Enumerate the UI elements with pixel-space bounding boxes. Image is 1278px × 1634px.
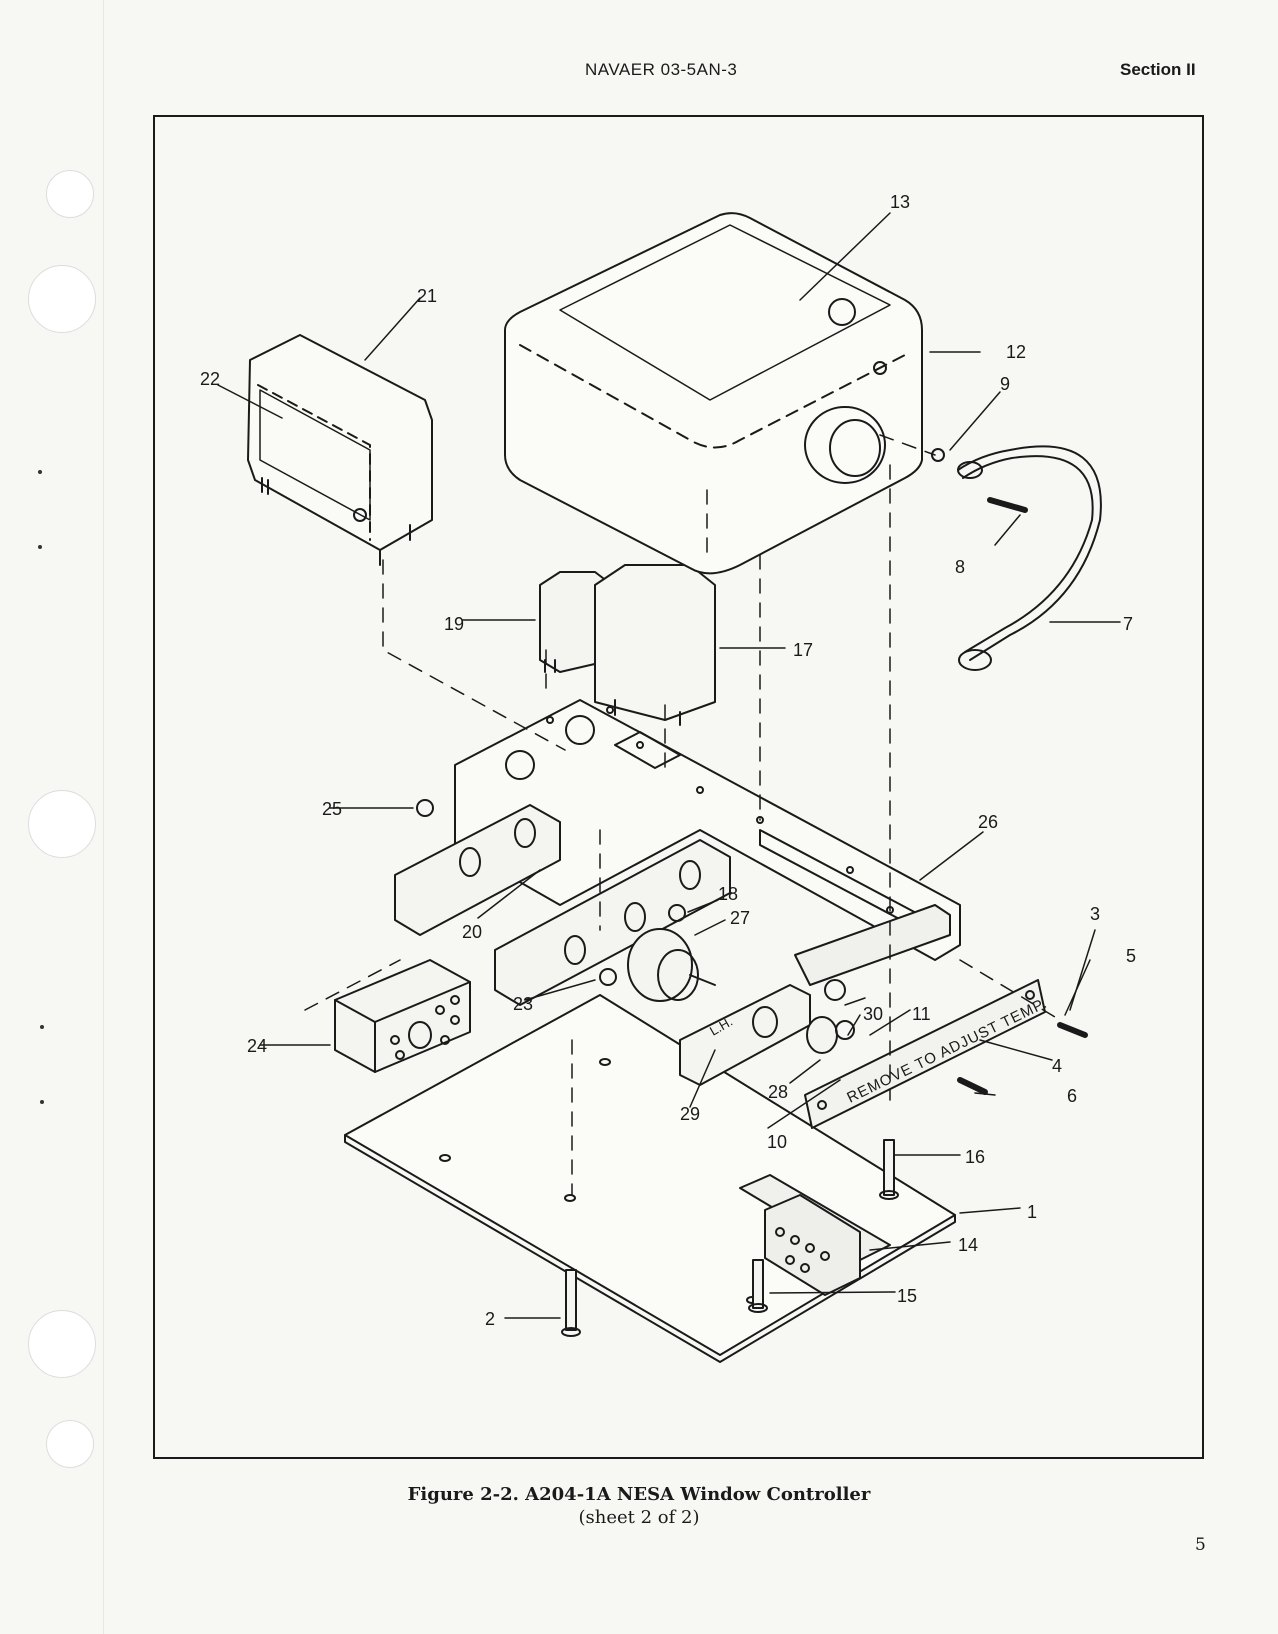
callout-15: 15 <box>897 1286 917 1306</box>
callout-12: 12 <box>1006 342 1026 362</box>
potentiometer <box>627 928 716 1002</box>
leader-lines <box>217 212 1121 1319</box>
nut-25 <box>416 799 434 817</box>
callout-25: 25 <box>322 799 342 819</box>
screw-16 <box>879 1139 899 1200</box>
callouts: 13 12 9 8 7 21 22 19 17 25 26 18 27 20 2… <box>200 192 1136 1329</box>
document-number: NAVAER 03-5AN-3 <box>585 60 738 79</box>
callout-5: 5 <box>1126 946 1136 966</box>
callout-20: 20 <box>462 922 482 942</box>
binder-hole <box>28 265 96 333</box>
large-cover <box>504 212 923 575</box>
callout-18: 18 <box>718 884 738 904</box>
callout-10: 10 <box>767 1132 787 1152</box>
section-label: Section II <box>1120 60 1196 79</box>
callout-4: 4 <box>1052 1056 1062 1076</box>
callout-19: 19 <box>444 614 464 634</box>
figure-frame <box>153 115 1204 1459</box>
screw-2 <box>561 1269 581 1337</box>
callout-24: 24 <box>247 1036 267 1056</box>
callout-26: 26 <box>978 812 998 832</box>
callout-27: 27 <box>730 908 750 928</box>
assembly-lines <box>304 434 1061 1196</box>
base-plate-hole <box>439 1154 451 1162</box>
nut-18 <box>668 904 686 922</box>
terminal-board-right <box>494 839 731 1006</box>
small-cover <box>247 334 433 566</box>
nut-23 <box>599 968 617 986</box>
figure-caption-title: Figure 2-2. A204-1A NESA Window Controll… <box>407 1484 871 1505</box>
figure-caption-subtitle: (sheet 2 of 2) <box>578 1507 700 1528</box>
callout-6: 6 <box>1067 1086 1077 1106</box>
margin-dot <box>38 470 42 474</box>
relay-block <box>334 959 471 1073</box>
adjust-plate: REMOVE TO ADJUST TEMP. <box>804 979 1050 1129</box>
relay-17 <box>594 564 716 726</box>
callout-2: 2 <box>485 1309 495 1329</box>
callout-7: 7 <box>1123 614 1133 634</box>
chassis-cutout <box>614 731 681 769</box>
callout-11: 11 <box>912 1004 931 1024</box>
callout-28: 28 <box>768 1082 788 1102</box>
callout-29: 29 <box>680 1104 700 1124</box>
callout-1: 1 <box>1027 1202 1037 1222</box>
screw-15 <box>748 1259 768 1313</box>
bracket-rail <box>794 904 951 986</box>
ground-strap <box>931 445 1102 671</box>
binder-hole <box>46 170 94 218</box>
margin-dot <box>40 1100 44 1104</box>
callout-21: 21 <box>417 286 437 306</box>
callout-16: 16 <box>965 1147 985 1167</box>
callout-22: 22 <box>200 369 220 389</box>
binder-hole <box>28 1310 96 1378</box>
cover-connector <box>804 406 886 484</box>
callout-30: 30 <box>863 1004 883 1024</box>
callout-23: 23 <box>513 994 533 1014</box>
chassis-hole <box>565 715 595 745</box>
base-plate-edge <box>344 1134 956 1363</box>
callout-14: 14 <box>958 1235 978 1255</box>
base-plate-hole <box>599 1058 611 1066</box>
binding-margin <box>103 0 104 1634</box>
callout-3: 3 <box>1090 904 1100 924</box>
margin-dot <box>40 1025 44 1029</box>
page-number: 5 <box>1195 1535 1206 1555</box>
screw-5 <box>1057 1022 1088 1038</box>
margin-dot <box>38 545 42 549</box>
chassis-hole <box>505 750 535 780</box>
control-bracket <box>679 984 811 1086</box>
callout-9: 9 <box>1000 374 1010 394</box>
binder-hole <box>46 1420 94 1468</box>
binder-hole <box>28 790 96 858</box>
callout-8: 8 <box>955 557 965 577</box>
base-plate <box>344 994 956 1356</box>
callout-13: 13 <box>890 192 910 212</box>
callout-17: 17 <box>793 640 813 660</box>
adjusting-nut <box>824 979 846 1001</box>
base-plate-hole <box>564 1194 576 1202</box>
screw-6 <box>957 1077 988 1095</box>
knob <box>806 1016 838 1054</box>
